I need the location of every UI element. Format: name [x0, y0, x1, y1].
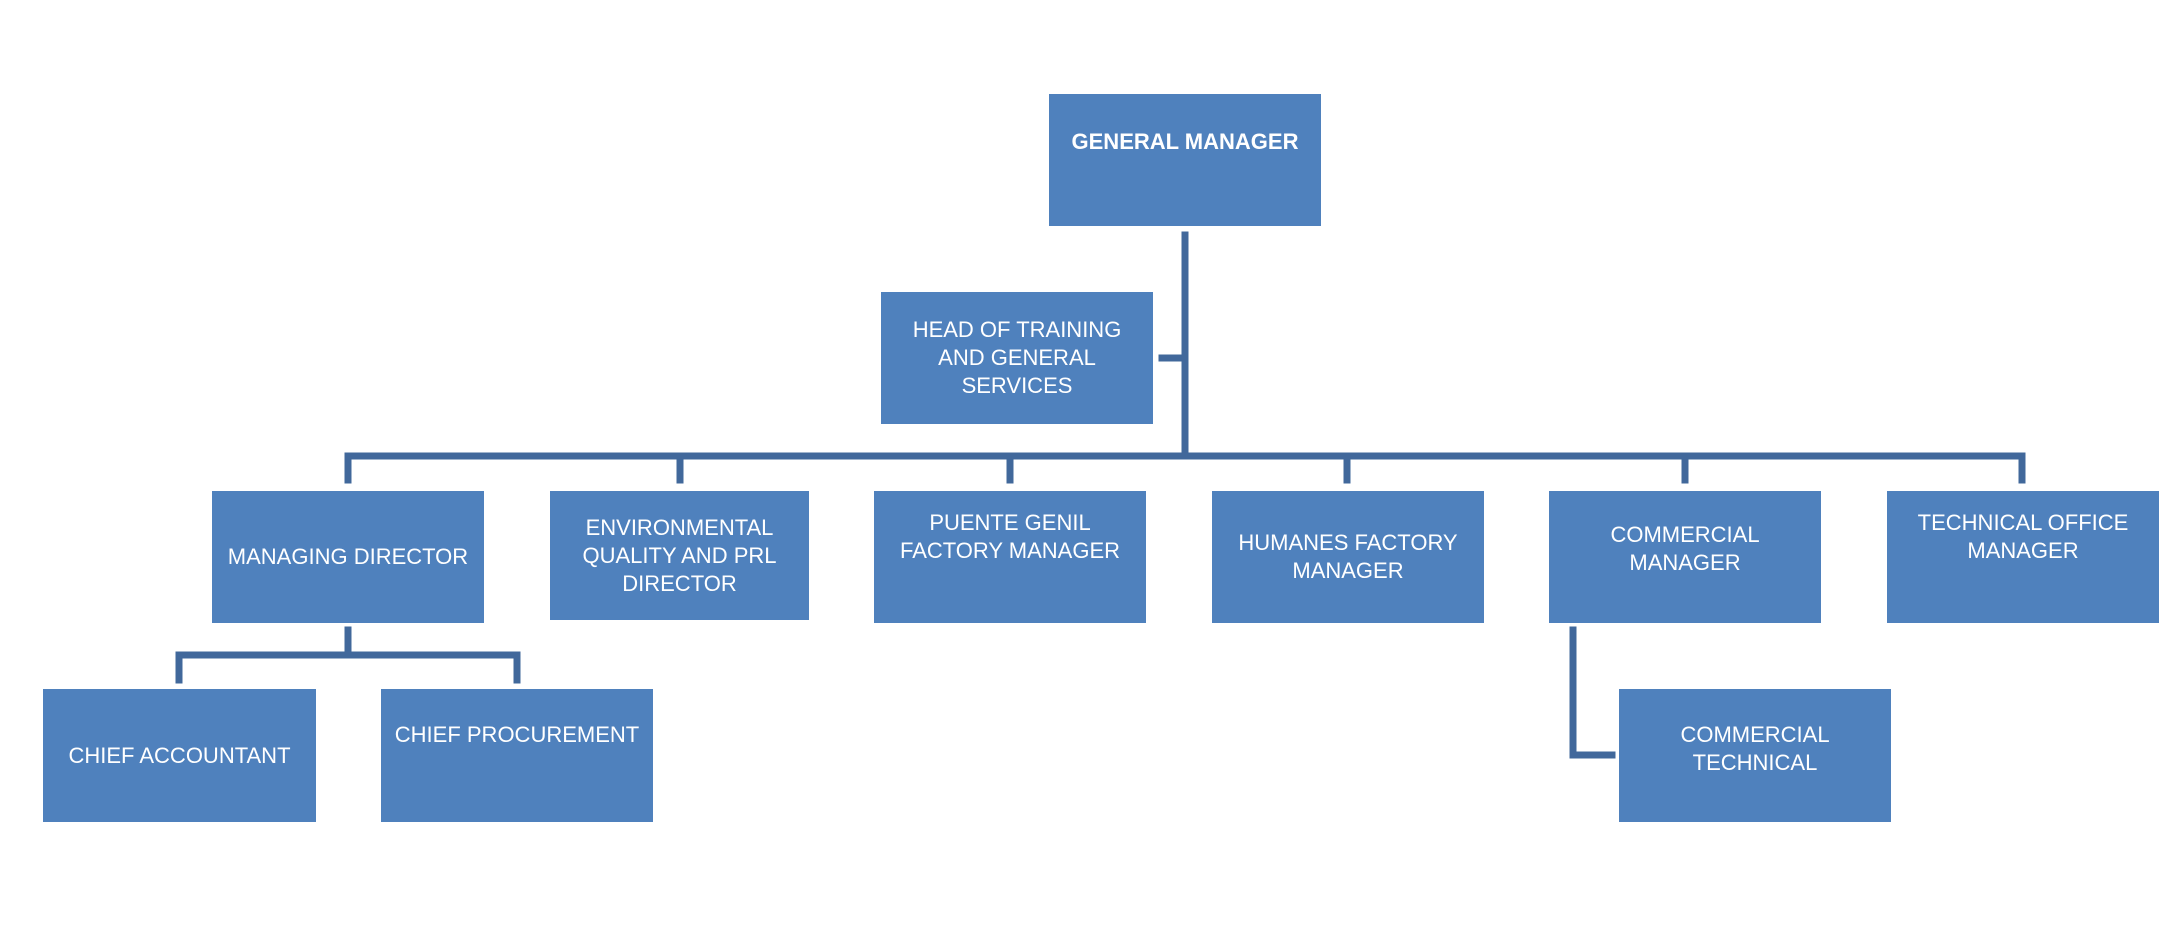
head-of-training-box: HEAD OF TRAINING AND GENERAL SERVICES [881, 292, 1153, 424]
chief-procurement-label: CHIEF PROCUREMENT [394, 722, 640, 747]
chief-accountant-box: CHIEF ACCOUNTANT [43, 689, 316, 822]
environmental-director-label: ENVIRONMENTAL QUALITY AND PRL DIRECTOR [582, 514, 777, 596]
commercial-technical-label: COMMERCIAL TECHNICAL [1680, 722, 1830, 775]
humanes-manager-box: HUMANES FACTORY MANAGER [1212, 491, 1484, 623]
humanes-manager-label: HUMANES FACTORY MANAGER [1238, 530, 1458, 583]
technical-office-manager-label: TECHNICAL OFFICE MANAGER [1917, 510, 2129, 563]
head-of-training-label: HEAD OF TRAINING AND GENERAL SERVICES [912, 317, 1122, 398]
commercial-manager-label: COMMERCIAL MANAGER [1610, 522, 1760, 575]
puente-genil-manager-label: PUENTE GENIL FACTORY MANAGER [899, 510, 1121, 563]
technical-office-manager-box: TECHNICAL OFFICE MANAGER [1887, 491, 2159, 623]
chief-accountant-label: CHIEF ACCOUNTANT [68, 742, 291, 768]
puente-genil-manager-box: PUENTE GENIL FACTORY MANAGER [874, 491, 1146, 623]
managing-director-label: MANAGING DIRECTOR [227, 544, 469, 569]
commercial-manager-box: COMMERCIAL MANAGER [1549, 491, 1821, 623]
managing-director-box: MANAGING DIRECTOR [212, 491, 484, 623]
environmental-director-box: ENVIRONMENTAL QUALITY AND PRL DIRECTOR [550, 491, 809, 620]
general-manager-box: GENERAL MANAGER [1049, 94, 1321, 226]
chief-procurement-box: CHIEF PROCUREMENT [381, 689, 653, 822]
connector-commercial-technical [1569, 626, 1616, 759]
general-manager-label: GENERAL MANAGER [1071, 129, 1299, 154]
commercial-technical-box: COMMERCIAL TECHNICAL [1619, 689, 1891, 822]
